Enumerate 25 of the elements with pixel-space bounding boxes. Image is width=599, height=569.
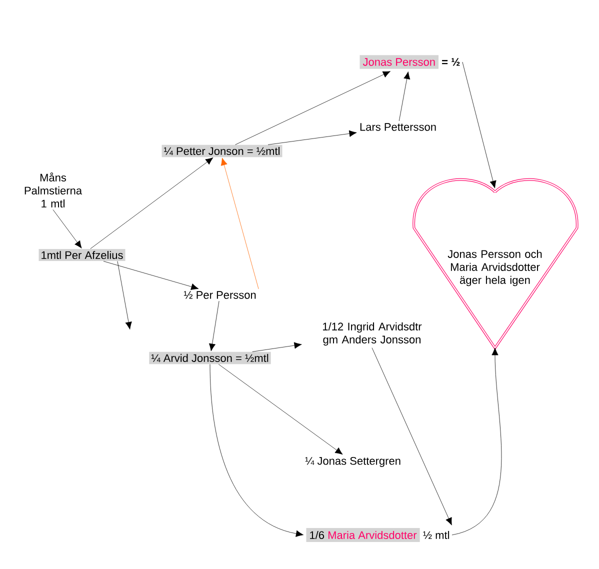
- name-label: Lars Pettersson: [360, 123, 436, 131]
- arrow: [117, 261, 132, 330]
- name-label: Måns Palmstierna 1 mtl: [24, 172, 82, 208]
- name-label: 1/6 Maria Arvidsdotter ½ mtl: [306, 528, 450, 542]
- name-label: ¼ Jonas Settergren: [305, 457, 400, 467]
- arrow: [235, 71, 390, 145]
- name-label: ¼ Petter Jonson = ½mtl: [162, 144, 282, 158]
- name-label: 1mtl Per Afzelius: [38, 248, 126, 262]
- name-label: 1/12 Ingrid Arvidsdtr gm Anders Jonsson: [323, 322, 422, 346]
- name-label: ¼ Arvid Jonsson = ½mtl: [149, 352, 271, 364]
- arrow: [90, 158, 214, 249]
- arrow: [252, 342, 302, 352]
- arrow: [210, 364, 304, 537]
- arrow: [103, 261, 199, 290]
- name-label: Jonas Persson = ½: [360, 55, 460, 69]
- arrow: [372, 348, 452, 526]
- arrow: [218, 364, 343, 455]
- arrow: [268, 130, 357, 145]
- arrow: [208, 300, 220, 352]
- name-label: ½ Per Persson: [184, 291, 256, 299]
- arrow: [462, 62, 496, 188]
- arrow: [452, 348, 502, 536]
- arrow: [52, 209, 82, 248]
- arrow: [398, 72, 410, 122]
- arrow: [220, 158, 259, 290]
